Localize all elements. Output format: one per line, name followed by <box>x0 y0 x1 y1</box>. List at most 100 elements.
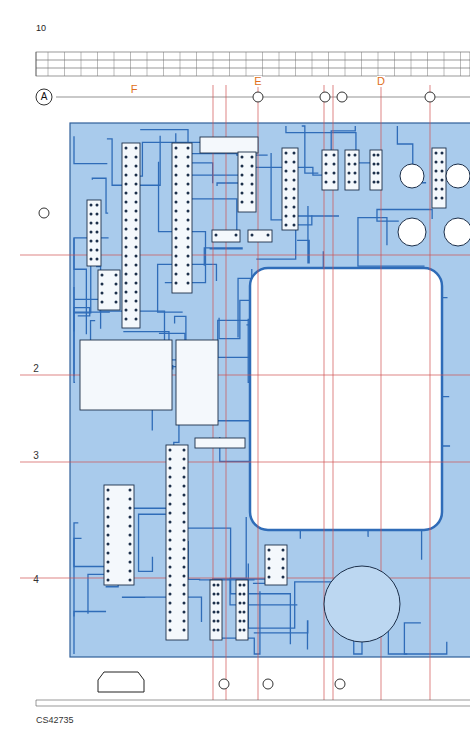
header-tick <box>394 52 395 76</box>
pin-pad <box>377 154 380 157</box>
pin-pad <box>241 201 244 204</box>
pin-pad <box>354 181 357 184</box>
header-tick <box>295 52 296 76</box>
pin-pad <box>90 240 93 243</box>
pin-pad <box>215 234 218 237</box>
pin-pad <box>373 163 376 166</box>
pin-pad <box>169 512 172 515</box>
pin-pad <box>293 224 296 227</box>
header-strip <box>36 52 470 76</box>
pin-pad <box>217 602 220 605</box>
pin-pad <box>282 567 285 570</box>
pin-pad <box>243 584 246 587</box>
pin-pad <box>333 181 336 184</box>
pin-pad <box>175 246 178 249</box>
pin-pad <box>293 188 296 191</box>
pin-pad <box>125 282 128 285</box>
pin-pad <box>175 183 178 186</box>
pin-pad <box>125 174 128 177</box>
pin-pad <box>187 273 190 276</box>
header-tick <box>312 52 313 76</box>
pin-pad <box>267 234 270 237</box>
pin-pad <box>129 534 132 537</box>
pin-pad <box>239 602 242 605</box>
page-number: 10 <box>36 24 46 33</box>
pin-pad <box>293 161 296 164</box>
pin-pad <box>169 620 172 623</box>
pin-pad <box>285 197 288 200</box>
pin-pad <box>285 188 288 191</box>
ic-package <box>98 270 120 310</box>
pin-pad <box>325 154 328 157</box>
pin-pad <box>239 620 242 623</box>
pin-pad <box>187 156 190 159</box>
pin-pad <box>135 147 138 150</box>
pin-pad <box>377 181 380 184</box>
header-tick <box>246 52 247 76</box>
ic-package <box>210 580 222 640</box>
pin-pad <box>90 204 93 207</box>
pin-pad <box>107 507 110 510</box>
header-tick <box>279 52 280 76</box>
pin-pad <box>183 467 186 470</box>
ic-package <box>195 438 245 448</box>
ic-package <box>87 200 101 266</box>
pin-pad <box>441 170 444 173</box>
pin-pad <box>135 300 138 303</box>
pin-pad <box>135 201 138 204</box>
pin-pad <box>169 593 172 596</box>
pin-pad <box>101 301 104 304</box>
pin-pad <box>373 154 376 157</box>
pin-pad <box>115 283 118 286</box>
marker-circle <box>253 92 263 102</box>
pin-pad <box>239 584 242 587</box>
pin-pad <box>129 507 132 510</box>
pin-pad <box>333 154 336 157</box>
pin-pad <box>241 165 244 168</box>
pin-pad <box>243 611 246 614</box>
ic-package <box>238 152 256 212</box>
pin-pad <box>125 255 128 258</box>
capacitor-symbol <box>446 164 470 188</box>
pin-pad <box>135 165 138 168</box>
copper-trace <box>180 528 290 644</box>
pcb-board <box>70 123 470 657</box>
pin-pad <box>435 197 438 200</box>
pin-pad <box>90 258 93 261</box>
pin-pad <box>239 629 242 632</box>
pin-pad <box>125 210 128 213</box>
pin-pad <box>125 264 128 267</box>
pin-pad <box>169 467 172 470</box>
pin-pad <box>183 449 186 452</box>
pin-pad <box>125 147 128 150</box>
header-tick <box>444 52 445 76</box>
pin-pad <box>187 237 190 240</box>
pin-pad <box>169 602 172 605</box>
header-tick <box>460 52 461 76</box>
ic-package <box>248 230 272 242</box>
ic-package <box>432 148 446 208</box>
pin-pad <box>213 593 216 596</box>
pin-pad <box>243 593 246 596</box>
pin-pad <box>90 249 93 252</box>
pin-pad <box>175 255 178 258</box>
row-number: 4 <box>33 575 39 585</box>
pin-pad <box>135 210 138 213</box>
pin-pad <box>183 503 186 506</box>
pin-pad <box>183 494 186 497</box>
pin-pad <box>213 629 216 632</box>
pin-pad <box>325 181 328 184</box>
marker-circle <box>335 679 345 689</box>
pin-pad <box>187 228 190 231</box>
pin-pad <box>285 179 288 182</box>
board-cutout <box>250 268 442 530</box>
marker-circle <box>263 679 273 689</box>
pin-pad <box>282 558 285 561</box>
pin-pad <box>175 219 178 222</box>
pin-pad <box>241 183 244 186</box>
pin-pad <box>293 152 296 155</box>
pin-pad <box>115 274 118 277</box>
pin-pad <box>107 516 110 519</box>
pin-pad <box>135 192 138 195</box>
ic-package <box>265 545 287 585</box>
